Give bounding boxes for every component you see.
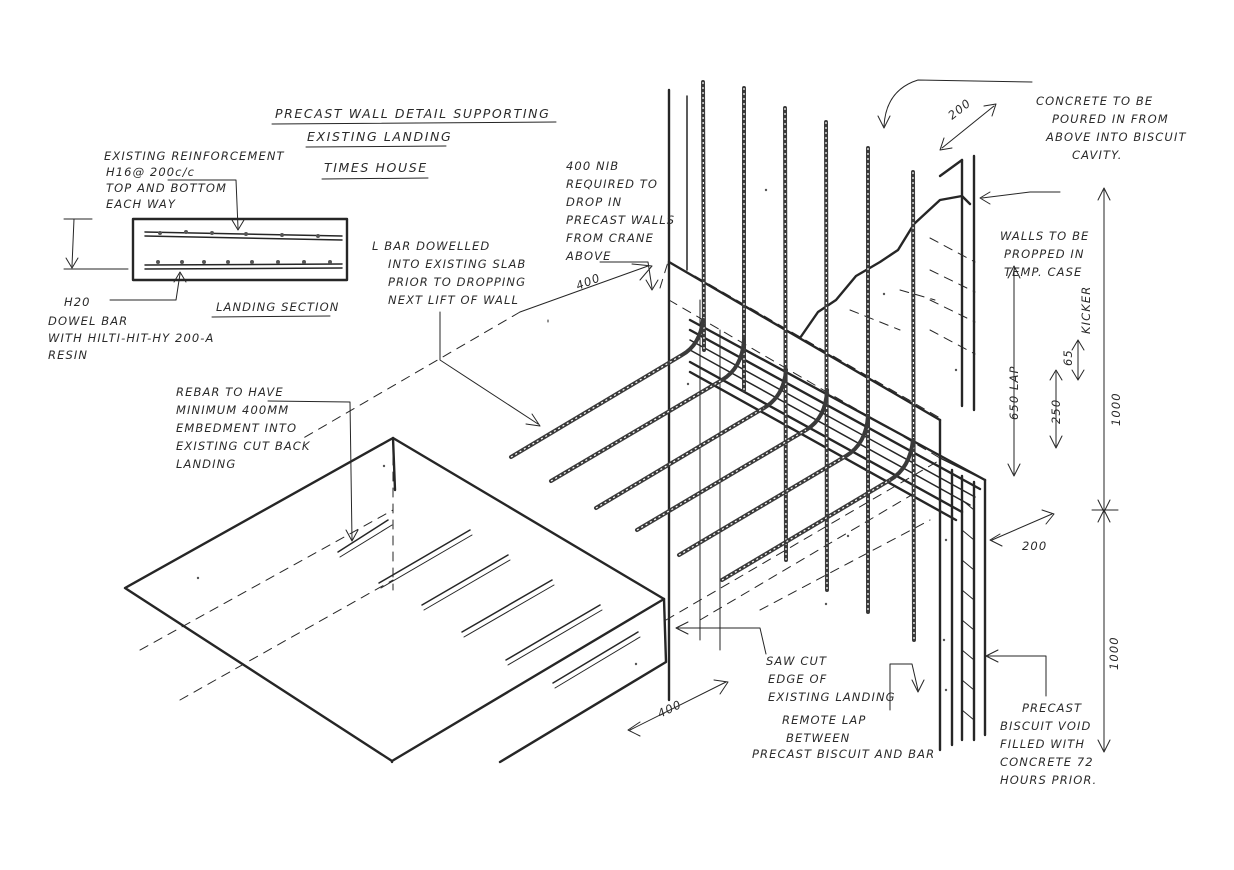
lbar-note-line-1: L BAR DOWELLED bbox=[372, 239, 490, 253]
remote-lap-note-line-1: REMOTE LAP bbox=[782, 713, 866, 727]
precast-void-note-line-2: BISCUIT VOID bbox=[1000, 719, 1091, 733]
precast-void-note-line-4: CONCRETE 72 bbox=[1000, 755, 1094, 769]
l-bars-dowelled bbox=[509, 318, 915, 582]
existing-landing-slab: REBAR TO HAVE MINIMUM 400MM EMBEDMENT IN… bbox=[123, 385, 668, 764]
rebar-note-line-3: EMBEDMENT INTO bbox=[176, 421, 297, 435]
nib-note-line-5: FROM CRANE bbox=[566, 231, 654, 245]
reinforcement-note-line-1: EXISTING REINFORCEMENT bbox=[104, 149, 285, 163]
lbar-note-line-4: NEXT LIFT OF WALL bbox=[388, 293, 519, 307]
section-rebar-dots bbox=[156, 230, 332, 264]
reinforcement-note-line-2: H16@ 200c/c bbox=[106, 165, 195, 179]
concrete-note-line-1: CONCRETE TO BE bbox=[1036, 94, 1153, 108]
lbar-note-line-3: PRIOR TO DROPPING bbox=[388, 275, 526, 289]
precast-void-note-line-5: HOURS PRIOR. bbox=[1000, 773, 1097, 787]
kicker-dim: 65 bbox=[1061, 349, 1075, 366]
nib-note-line-3: DROP IN bbox=[566, 195, 622, 209]
side-200-dimension: 200 bbox=[1022, 539, 1047, 553]
height-upper-dimension: 1000 bbox=[1109, 392, 1123, 426]
nib-note-line-1: 400 NIB bbox=[566, 159, 619, 173]
nib-400-dimension: 400 bbox=[574, 270, 603, 292]
dowel-note-line-1: H20 bbox=[64, 295, 91, 309]
dim-250: 250 bbox=[1049, 399, 1063, 424]
sawcut-note-line-1: SAW CUT bbox=[766, 654, 827, 668]
reinforcement-note-line-4: EACH WAY bbox=[106, 197, 176, 211]
dimension-lines: 400 400 NIB REQUIRED TO DROP IN PRECAST … bbox=[299, 79, 1187, 787]
biscuit-ties bbox=[961, 499, 975, 721]
lap-dimension: 650 LAP bbox=[1007, 365, 1021, 420]
sawcut-note-line-3: EXISTING LANDING bbox=[768, 690, 896, 704]
precast-void-note-line-1: PRECAST bbox=[1022, 701, 1082, 715]
precast-void-note-line-3: FILLED WITH bbox=[1000, 737, 1085, 751]
lbar-note-line-2: INTO EXISTING SLAB bbox=[388, 257, 526, 271]
nib-note-line-2: REQUIRED TO bbox=[566, 177, 658, 191]
nib-note-line-4: PRECAST WALLS bbox=[566, 213, 675, 227]
kicker-label: KICKER bbox=[1079, 286, 1093, 334]
sawcut-note-line-2: EDGE OF bbox=[768, 672, 827, 686]
remote-lap-note-line-3: PRECAST BISCUIT AND BAR bbox=[752, 747, 935, 761]
concrete-note-line-4: CAVITY. bbox=[1072, 148, 1123, 162]
landing-section-detail: EXISTING REINFORCEMENT H16@ 200c/c TOP A… bbox=[48, 149, 349, 362]
propped-note-line-3: TEMP. CASE bbox=[1004, 265, 1082, 279]
dowel-note-line-3: WITH HILTI-HIT-HY 200-A bbox=[48, 331, 215, 345]
nib-note-line-6: ABOVE bbox=[565, 249, 611, 263]
concrete-note-line-3: ABOVE INTO BISCUIT bbox=[1045, 130, 1187, 144]
top-200-dimension: 200 bbox=[945, 96, 974, 123]
height-lower-dimension: 1000 bbox=[1107, 636, 1121, 670]
landing-slab-section bbox=[131, 217, 349, 282]
rebar-note-line-4: EXISTING CUT BACK bbox=[176, 439, 311, 453]
rebar-note-line-5: LANDING bbox=[176, 457, 236, 471]
landing-embedded-dowels bbox=[337, 519, 641, 689]
rebar-note-line-2: MINIMUM 400MM bbox=[176, 403, 289, 417]
concrete-speckles bbox=[196, 188, 958, 692]
title-line-1: PRECAST WALL DETAIL SUPPORTING bbox=[275, 106, 550, 121]
vertical-rebar-set bbox=[701, 80, 916, 642]
title-line-2: EXISTING LANDING bbox=[307, 129, 452, 144]
concrete-note-line-2: POURED IN FROM bbox=[1052, 112, 1169, 126]
precast-wall-lower bbox=[665, 456, 987, 752]
dowel-note-line-2: DOWEL BAR bbox=[48, 314, 128, 328]
landing-section-label: LANDING SECTION bbox=[216, 300, 339, 314]
dowel-note-line-4: RESIN bbox=[48, 348, 88, 362]
title-line-3: TIMES HOUSE bbox=[324, 160, 428, 175]
title-block: PRECAST WALL DETAIL SUPPORTING EXISTING … bbox=[271, 106, 557, 180]
reinforcement-note-line-3: TOP AND BOTTOM bbox=[106, 181, 227, 195]
rebar-note-line-1: REBAR TO HAVE bbox=[176, 385, 284, 399]
remote-lap-note-line-2: BETWEEN bbox=[786, 731, 850, 745]
propped-note-line-1: WALLS TO BE bbox=[1000, 229, 1089, 243]
propped-note-line-2: PROPPED IN bbox=[1004, 247, 1085, 261]
bottom-400-dimension: 400 bbox=[655, 697, 684, 721]
